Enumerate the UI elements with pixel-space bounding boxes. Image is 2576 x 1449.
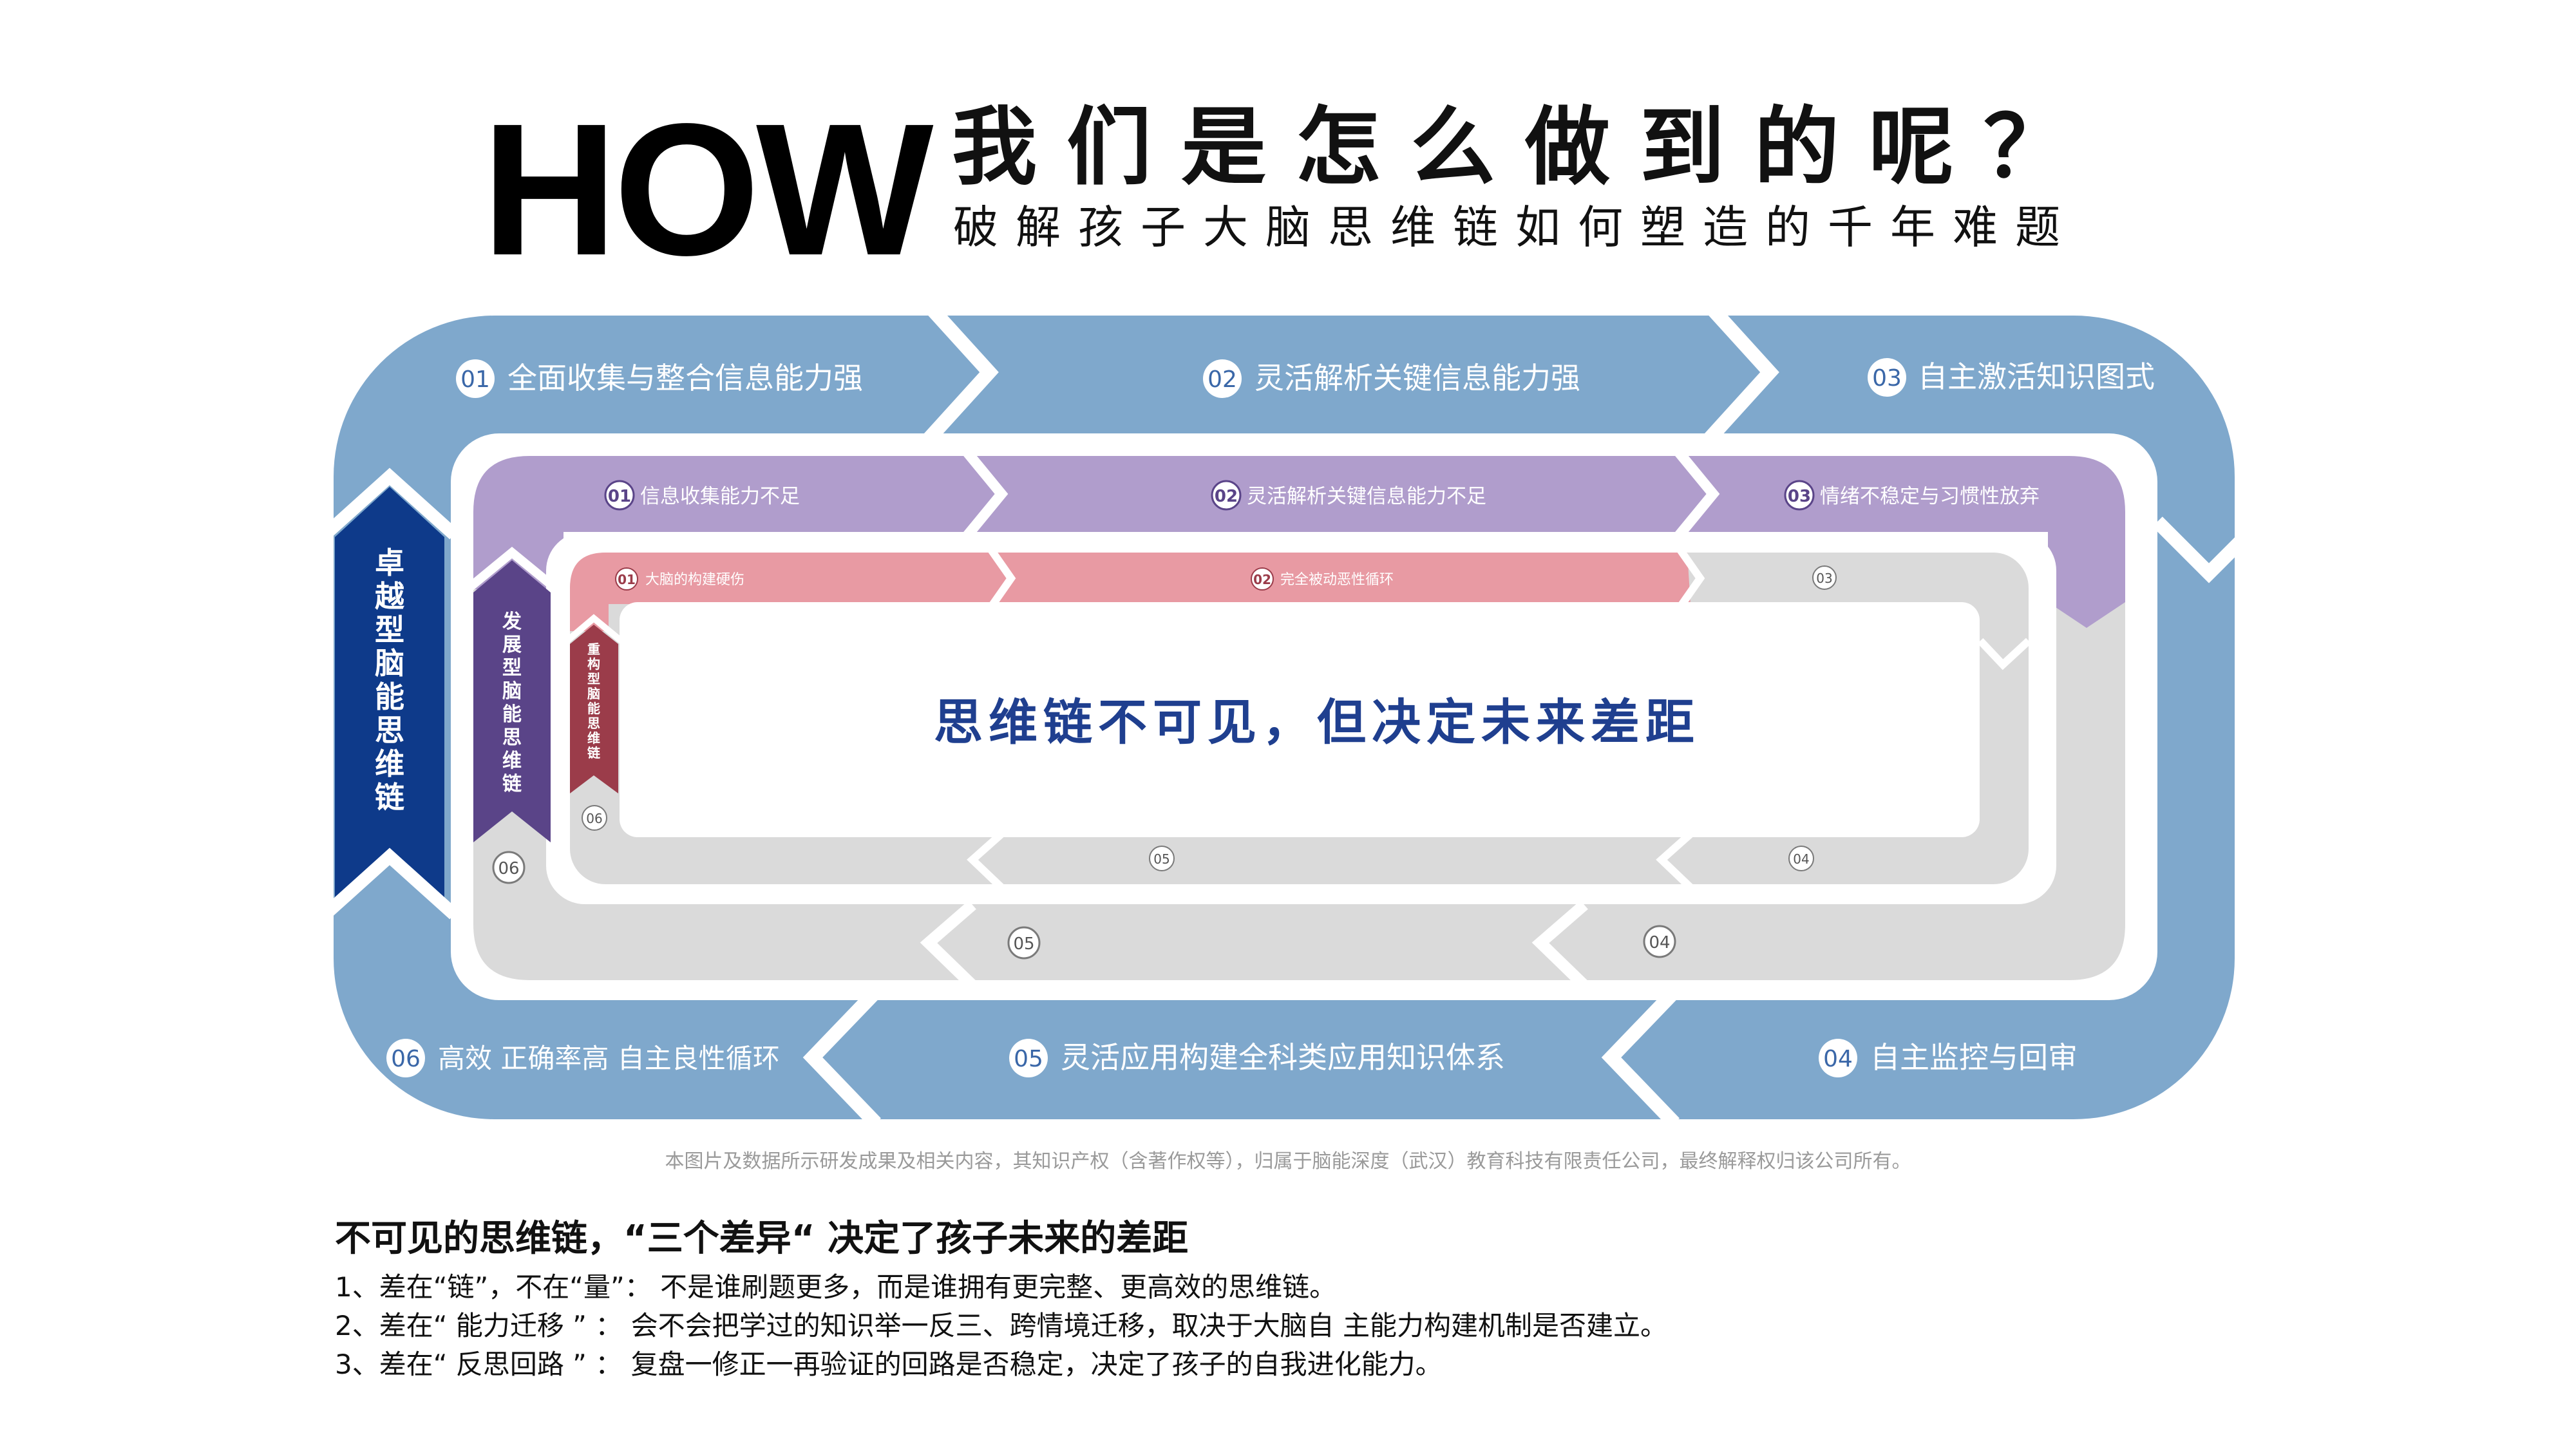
outer-step-02: 02 灵活解析关键信息能力强 [1203, 359, 1580, 398]
outer-chevron-5 [802, 987, 881, 1128]
outer-step-04: 04 自主监控与回审 [1819, 1039, 2078, 1077]
inner-chevron-3 [1977, 638, 2032, 670]
header-title: 我们是怎么做到的呢？ [952, 98, 2098, 197]
outer-step-06-num: 06 [391, 1046, 421, 1072]
header-how: HOW [482, 84, 934, 294]
inner-chevron-4 [1656, 831, 1694, 891]
middle-steps: 01 信息收集能力不足 02 灵活解析关键信息能力不足 03 情绪不稳定与习惯性… [492, 480, 2040, 960]
inner-step-03: 03 [1812, 565, 1837, 590]
outer-chevron-4 [1601, 987, 1680, 1128]
inner-chevron-5 [967, 831, 1005, 891]
outer-step-02-text: 灵活解析关键信息能力强 [1255, 361, 1580, 395]
inner-steps: 01 大脑的构建硬伤 02 完全被动恶性循环 03 04 05 06 [582, 565, 1837, 871]
outer-step-04-num: 04 [1823, 1046, 1853, 1072]
middle-step-01-text: 信息收集能力不足 [640, 485, 800, 508]
outer-step-05: 05 灵活应用构建全科类应用知识体系 [1009, 1039, 1505, 1077]
copyright-notice: 本图片及数据所示研发成果及相关内容，其知识产权（含著作权等），归属于脑能深度（武… [665, 1150, 1911, 1173]
inner-loop-hole [620, 602, 1980, 837]
middle-loop-label: 发展型脑能思维链 [502, 611, 522, 795]
middle-step-02: 02 灵活解析关键信息能力不足 [1211, 480, 1486, 511]
inner-step-04: 04 [1788, 846, 1814, 871]
inner-step-05: 05 [1149, 846, 1175, 871]
outer-step-01: 01 全面收集与整合信息能力强 [456, 359, 863, 398]
inner-step-01: 01 大脑的构建硬伤 [615, 567, 744, 591]
middle-step-04: 04 [1643, 925, 1676, 958]
note-item-2: 2、差在“ 能力迁移 ” ： 会不会把学过的知识举一反三、跨情境迁移，取决于大脑… [335, 1310, 1667, 1341]
middle-chevron-1 [958, 443, 1009, 545]
outer-loop-label: 卓越型脑能思维链 [375, 545, 405, 815]
middle-step-05-num: 05 [1013, 934, 1034, 954]
inner-step-03-num: 03 [1816, 571, 1832, 586]
inner-step-02: 02 完全被动恶性循环 [1251, 567, 1394, 591]
outer-step-01-text: 全面收集与整合信息能力强 [507, 361, 863, 395]
inner-step-02-num: 02 [1253, 572, 1271, 587]
outer-step-01-num: 01 [460, 366, 490, 393]
outer-chevron-2 [1701, 298, 1779, 447]
middle-chevron-3 [1531, 900, 1589, 990]
outer-step-06: 06 高效 正确率高 自主良性循环 [386, 1039, 780, 1077]
middle-label-arrow-edge [462, 546, 562, 595]
middle-label-arrow [473, 560, 551, 842]
outer-label-arrow-tail [321, 848, 459, 920]
middle-step-06: 06 [492, 851, 526, 884]
inner-loop-label: 重构型脑能思维链 [587, 641, 601, 761]
inner-step-05-num: 05 [1153, 851, 1170, 867]
outer-step-04-text: 自主监控与回审 [1870, 1040, 2078, 1075]
inner-step-06: 06 [582, 805, 607, 831]
outer-step-03: 03 自主激活知识图式 [1868, 358, 2155, 397]
header-subtitle: 破解孩子大脑思维链如何塑造的千年难题 [953, 201, 2078, 254]
inner-step-01-num: 01 [618, 572, 636, 587]
outer-chevron-3 [2152, 516, 2266, 583]
outer-label-arrow-edge [321, 468, 459, 540]
middle-chevron-4 [920, 900, 977, 990]
middle-step-05: 05 [1007, 926, 1041, 960]
note-item-1: 1、差在“链”，不在“量”： 不是谁刷题更多，而是谁拥有更完整、更高效的思维链。 [335, 1271, 1337, 1303]
middle-step-06-num: 06 [498, 859, 519, 878]
outer-step-03-num: 03 [1872, 365, 1902, 392]
center-text: 思维链不可见，但决定未来差距 [934, 694, 1700, 751]
middle-chevron-2 [1670, 443, 1720, 545]
inner-step-02-text: 完全被动恶性循环 [1280, 572, 1394, 588]
notes-heading: 不可见的思维链，“三个差异“ 决定了孩子未来的差距 [335, 1218, 1189, 1260]
outer-step-05-num: 05 [1014, 1046, 1043, 1072]
outer-chevron-1 [920, 298, 999, 447]
note-item-3: 3、差在“ 反思回路 ” ： 复盘一修正一再验证的回路是否稳定，决定了孩子的自我… [335, 1349, 1443, 1380]
inner-chevron-1 [985, 544, 1016, 613]
inner-label-arrow-edge [562, 614, 626, 645]
inner-chevron-2 [1674, 544, 1705, 613]
middle-step-01: 01 信息收集能力不足 [604, 480, 800, 511]
outer-steps: 01 全面收集与整合信息能力强 02 灵活解析关键信息能力强 03 自主激活知识… [386, 358, 2155, 1077]
inner-step-06-num: 06 [586, 811, 602, 826]
middle-step-04-num: 04 [1649, 933, 1670, 952]
middle-step-03-text: 情绪不稳定与习惯性放弃 [1820, 485, 2040, 508]
outer-step-05-text: 灵活应用构建全科类应用知识体系 [1061, 1040, 1505, 1075]
inner-step-04-num: 04 [1793, 851, 1809, 867]
outer-step-03-text: 自主激活知识图式 [1918, 359, 2155, 394]
middle-step-01-num: 01 [608, 487, 631, 506]
inner-label-arrow [570, 625, 618, 793]
inner-loop [562, 544, 2032, 891]
outer-label-arrow [335, 487, 444, 902]
middle-step-03: 03 情绪不稳定与习惯性放弃 [1784, 480, 2040, 511]
inner-step-01-text: 大脑的构建硬伤 [645, 572, 744, 588]
middle-step-03-num: 03 [1788, 487, 1811, 506]
outer-step-06-text: 高效 正确率高 自主良性循环 [438, 1043, 780, 1074]
middle-step-02-num: 02 [1215, 487, 1238, 506]
outer-step-02-num: 02 [1208, 366, 1237, 393]
inner-loop-pink [570, 553, 1690, 631]
middle-step-02-text: 灵活解析关键信息能力不足 [1247, 485, 1486, 508]
